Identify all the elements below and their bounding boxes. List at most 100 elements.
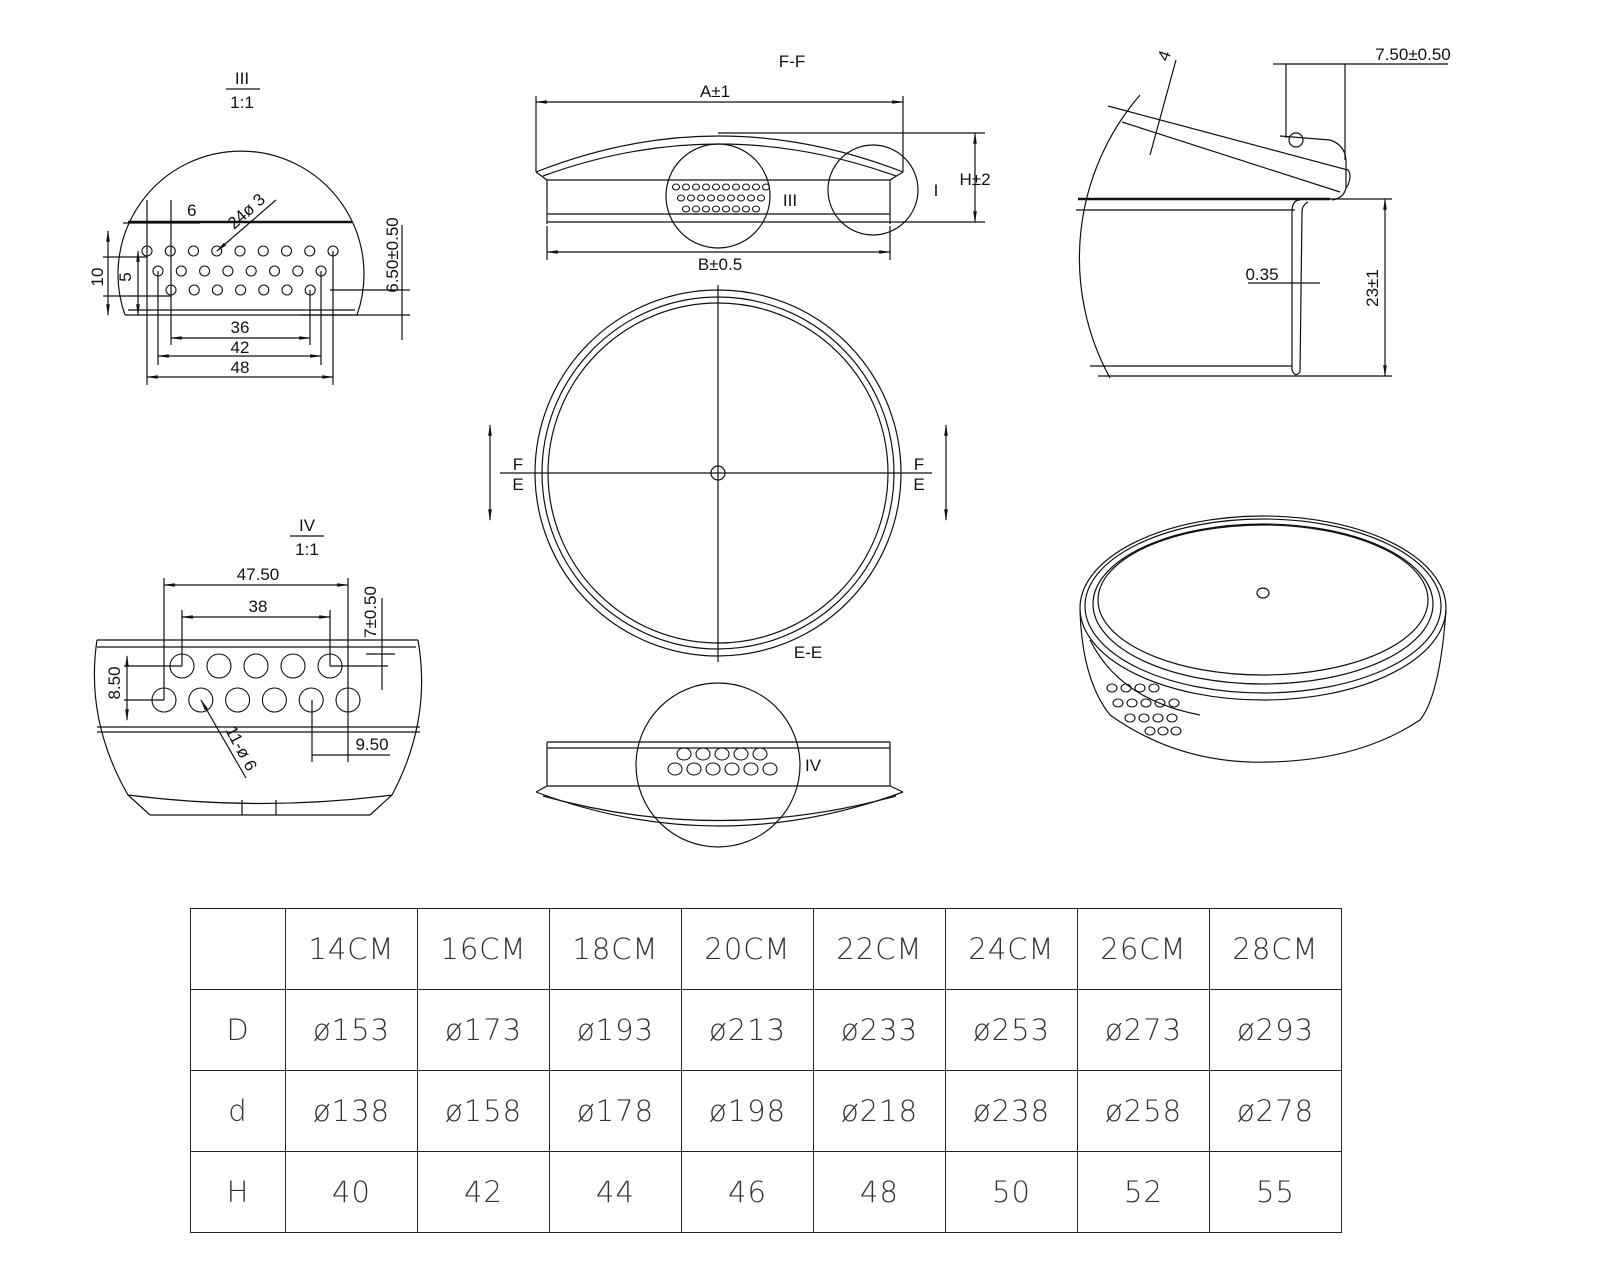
dim-4: 4 [1154,48,1175,63]
hole [175,265,187,277]
callout-IV: IV [805,756,822,775]
table-cell: ø153 [285,989,418,1071]
table-cell: ø173 [417,989,550,1071]
hole [731,205,741,213]
hole [691,183,701,191]
hole [741,205,751,213]
detail-III: III 1:1 36 42 48 6 24ø 3 10 5 6.50±0.50 [88,69,410,385]
hole [211,284,223,296]
section-FF: F-F A±1 B±0.5 H±2 III I [534,52,991,274]
detail-IV-title: IV [299,516,316,535]
hole [257,245,269,257]
dim-7: 7±0.50 [361,586,380,638]
knob-hole [1256,587,1270,599]
hole [701,183,711,191]
dim-23: 23±1 [1363,269,1382,307]
table-cell: ø233 [813,989,946,1071]
hole [280,653,306,679]
dim-48: 48 [231,358,250,377]
hole [225,687,251,713]
dim-6: 6 [187,201,196,220]
hole [676,194,686,202]
cut-label-E-left: E [512,475,523,494]
detail-III-callout-circle [665,143,771,249]
plan-view: F E F E E-E [488,285,948,662]
hole [1140,698,1152,708]
hole [164,245,176,257]
hole [1126,698,1138,708]
hole [304,245,316,257]
table-header-cell: 16CM [417,908,550,990]
cut-label-F-left: F [513,455,523,474]
hole [746,194,756,202]
hole [1134,683,1146,693]
perforation-holes [1106,683,1182,736]
dim-47-50: 47.50 [237,565,280,584]
dim-8-50: 8.50 [105,666,124,699]
hole [1138,713,1150,723]
row-label: H [190,1151,286,1233]
cut-label-E-right: E [913,475,924,494]
hole [280,245,293,257]
holes-spec: 11-ø 6 [221,723,260,774]
table-cell: ø278 [1209,1070,1342,1152]
center-mark-icon [710,465,726,481]
detail-I: 23±1 7.50±0.50 4 0.35 [1076,45,1451,379]
hole [716,194,726,202]
hole [298,687,324,713]
detail-IV: IV 1:1 47.50 38 7±0.50 8.50 9.50 11-ø 6 [93,516,423,816]
table-cell: 40 [285,1151,418,1233]
hole [762,762,778,776]
detail-III-title: III [235,69,249,88]
table-cell: 48 [813,1151,946,1233]
perforation-holes [151,653,361,713]
table-header-row: 14CM 16CM 18CM 20CM 22CM 24CM 26CM 28CM [190,908,1342,990]
dim-A: A±1 [700,82,730,101]
hole [751,205,761,213]
hole [743,762,759,776]
perforation-holes [141,245,339,296]
hole [695,747,711,761]
table-cell: ø253 [945,989,1078,1071]
callout-III: III [783,191,797,210]
hole [751,183,761,191]
hole [711,205,721,213]
hole [741,183,751,191]
hole [686,194,696,202]
table-row: d ø138 ø158 ø178 ø198 ø218 ø238 ø258 ø27… [190,1070,1342,1152]
dim-6-50: 6.50±0.50 [383,217,402,293]
hole [188,687,214,713]
cut-label-F-right: F [914,455,924,474]
table-cell: ø273 [1077,989,1210,1071]
table-cell: 46 [681,1151,814,1233]
hole [706,194,716,202]
hole [1124,713,1136,723]
table-header-cell: 28CM [1209,908,1342,990]
dim-10: 10 [88,268,107,287]
hole [234,245,246,257]
dim-0-35: 0.35 [1245,265,1278,284]
table-header-cell: 22CM [813,908,946,990]
detail-IV-scale: 1:1 [295,540,319,559]
hole [686,762,702,776]
hole [761,183,771,191]
table-cell: 55 [1209,1151,1342,1233]
table-cell: ø198 [681,1070,814,1152]
dim-7-50: 7.50±0.50 [1375,45,1451,64]
hole [671,183,681,191]
table-cell: ø218 [813,1070,946,1152]
section-EE-label: E-E [794,643,822,662]
hole [1154,698,1166,708]
table-header-cell: 20CM [681,908,814,990]
hole [206,653,232,679]
hole [714,747,730,761]
hole [681,205,691,213]
table-header-cell: 26CM [1077,908,1210,990]
hole [1120,683,1132,693]
dim-38: 38 [249,597,268,616]
hole [696,194,706,202]
table-cell: ø178 [549,1070,682,1152]
hole [1168,698,1180,708]
dim-5: 5 [116,272,135,281]
